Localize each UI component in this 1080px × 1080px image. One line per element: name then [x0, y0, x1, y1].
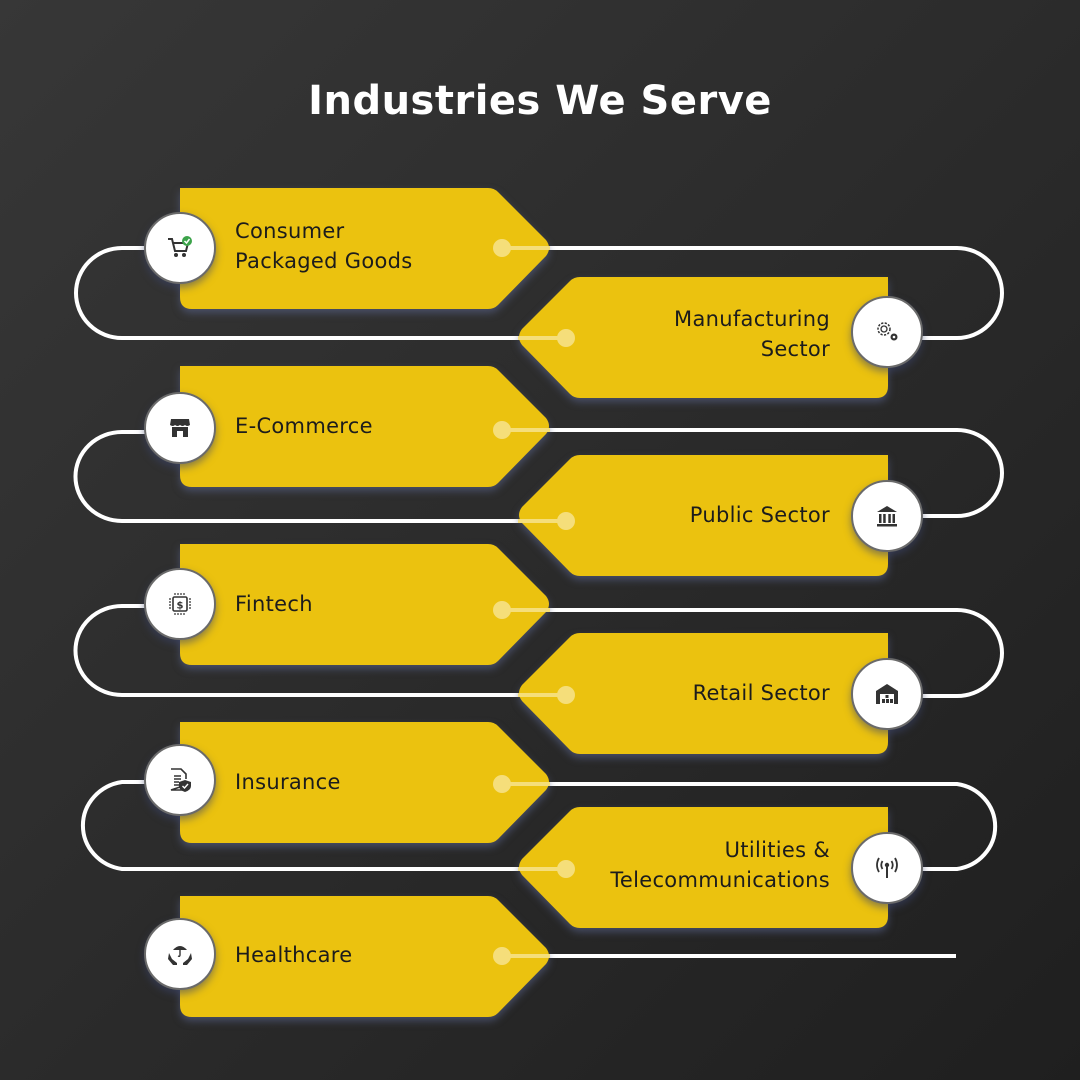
industry-label: Public Sector — [689, 503, 830, 527]
industry-label: E-Commerce — [235, 414, 373, 438]
industry-icon-circle — [851, 658, 923, 730]
industry-label: Healthcare — [235, 943, 353, 967]
industry-label: Utilities &Telecommunications — [610, 838, 830, 892]
industry-icon-circle — [144, 392, 216, 464]
tag-shape — [180, 896, 550, 1017]
industry-tag-public-sector[interactable]: Public Sector — [516, 455, 888, 576]
industry-tag-insurance[interactable]: Insurance — [180, 722, 552, 843]
warehouse-icon — [876, 684, 898, 704]
industry-icon-circle — [851, 480, 923, 552]
page-title: Industries We Serve — [308, 78, 772, 124]
industry-tag-e-commerce[interactable]: E-Commerce — [180, 366, 552, 487]
tag-shape — [180, 722, 550, 843]
tag-shape — [518, 807, 888, 928]
tag-shape — [518, 455, 888, 576]
industry-label: Insurance — [235, 770, 341, 794]
industry-icon-circle — [144, 918, 216, 990]
industry-icon-circle — [851, 296, 923, 368]
tag-shape — [180, 366, 550, 487]
industry-tag-retail-sector[interactable]: Retail Sector — [516, 633, 888, 754]
tag-shape — [518, 633, 888, 754]
hands-umbrella-icon — [168, 946, 192, 965]
industry-label: Retail Sector — [692, 681, 830, 705]
dollar-chip-icon: $ — [169, 593, 191, 615]
industry-tag-fintech[interactable]: Fintech — [180, 544, 552, 665]
government-building-icon — [877, 506, 897, 527]
industry-tag-healthcare[interactable]: Healthcare — [180, 896, 552, 1017]
antenna-signal-icon — [876, 857, 898, 878]
tag-shape — [180, 544, 550, 665]
document-shield-icon — [170, 768, 191, 792]
shopping-cart-check-icon — [168, 236, 192, 257]
storefront-icon — [170, 419, 190, 437]
industry-icon-circle — [144, 212, 216, 284]
tag-shape — [180, 188, 550, 309]
gears-icon — [877, 322, 898, 341]
industry-label: Fintech — [235, 592, 313, 616]
industry-icon-circle — [144, 744, 216, 816]
svg-text:$: $ — [177, 601, 184, 612]
industry-icon-circle: $ — [144, 568, 216, 640]
tag-shape — [518, 277, 888, 398]
industry-icon-circle — [851, 832, 923, 904]
industry-tag-utilities-telecommunications[interactable]: Utilities &Telecommunications — [516, 807, 888, 928]
